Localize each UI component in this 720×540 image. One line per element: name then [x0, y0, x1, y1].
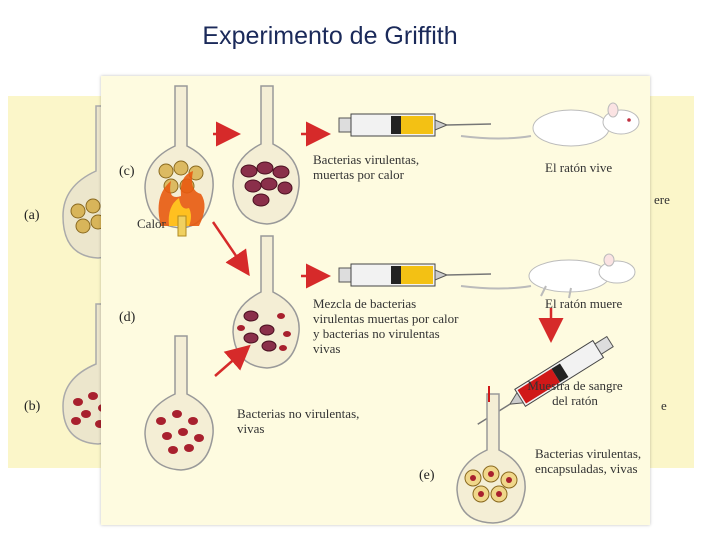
- panel-label-e: (e): [419, 468, 435, 483]
- panel-label-a: (a): [24, 208, 40, 223]
- syringe-1: [338, 113, 492, 137]
- back-partial-e: e: [661, 398, 667, 413]
- griffith-diagram: (c) Calor Bacterias virulentas, muertas …: [101, 76, 650, 525]
- panel-label-c: (c): [119, 164, 135, 179]
- page-title: Experimento de Griffith: [202, 22, 458, 50]
- mouse-dead-label: El ratón muere: [545, 296, 623, 311]
- heat-label: Calor: [137, 216, 166, 231]
- back-partial-muere: ere: [654, 192, 670, 207]
- mouse-alive: [460, 102, 640, 147]
- syringe-2: [338, 263, 492, 287]
- mixed-label: Mezcla de bacterias virulentas muertas p…: [313, 296, 459, 356]
- flask-dead-virulent: [232, 85, 300, 225]
- flask-heated: [144, 85, 214, 237]
- blood-sample-label: Muestra de sangre del ratón: [527, 378, 623, 408]
- panel-label-b: (b): [24, 399, 41, 414]
- flask-mixed: [232, 235, 300, 369]
- mouse-alive-label: El ratón vive: [545, 160, 613, 175]
- mouse-dead: [460, 253, 636, 299]
- flask-nonvirulent: [144, 335, 214, 471]
- dead-virulent-label: Bacterias virulentas, muertas por calor: [313, 152, 420, 182]
- panel-label-d: (d): [119, 310, 136, 325]
- flask-encapsulated: [456, 386, 526, 524]
- diagram-artwork: [144, 85, 640, 524]
- nonvirulent-label: Bacterias no virulentas, vivas: [237, 406, 360, 436]
- syringe-blood: [477, 335, 614, 425]
- encapsulated-label: Bacterias virulentas, encapsuladas, viva…: [535, 446, 642, 476]
